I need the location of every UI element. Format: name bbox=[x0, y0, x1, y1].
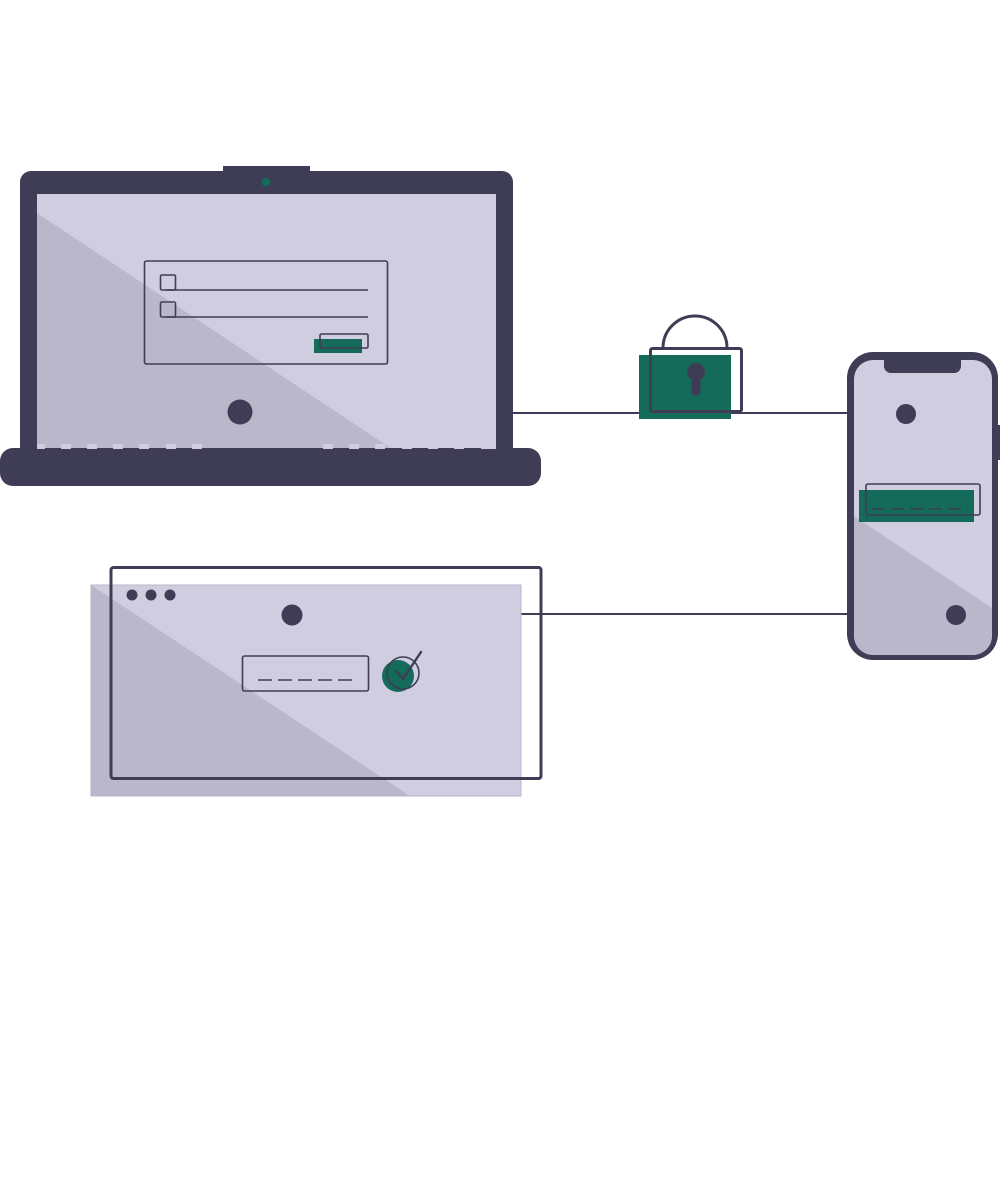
check-mark bbox=[394, 650, 423, 681]
browser-window-dots bbox=[126, 589, 176, 601]
padlock-shackle bbox=[661, 314, 729, 349]
laptop-login-form bbox=[143, 260, 389, 365]
laptop-icon bbox=[0, 166, 541, 486]
phone-connection-node-bottom bbox=[946, 605, 966, 625]
browser-code-input bbox=[241, 655, 370, 692]
browser-window-icon bbox=[90, 566, 543, 797]
laptop-base bbox=[0, 448, 541, 486]
check-badge-outline bbox=[386, 656, 420, 690]
phone-icon bbox=[847, 352, 1000, 660]
checkmark-icon bbox=[382, 650, 423, 692]
padlock-body-fill bbox=[639, 355, 731, 419]
browser-dot-1 bbox=[126, 589, 138, 601]
browser-dot-3 bbox=[164, 589, 176, 601]
check-badge-fill bbox=[382, 660, 414, 692]
laptop-camera bbox=[261, 177, 271, 187]
login-button-outline bbox=[319, 333, 369, 349]
browser-panel-edge bbox=[90, 584, 522, 797]
phone-notch bbox=[884, 360, 961, 373]
phone-input-fill bbox=[859, 490, 974, 522]
laptop-screen-shade bbox=[37, 213, 392, 449]
browser-connection-node bbox=[281, 604, 303, 626]
browser-dot-2 bbox=[145, 589, 157, 601]
laptop-hinge-keys bbox=[37, 444, 496, 449]
padlock-keyhole-slot bbox=[691, 372, 701, 396]
laptop-connection-node bbox=[227, 399, 253, 425]
padlock-icon bbox=[639, 314, 743, 419]
browser-frame-outline bbox=[109, 566, 543, 780]
phone-connection-node-top bbox=[896, 404, 916, 424]
padlock-body-outline bbox=[649, 347, 743, 413]
login-button-fill bbox=[314, 339, 362, 353]
login-form-frame bbox=[143, 260, 389, 365]
phone-input-outline bbox=[865, 483, 981, 516]
